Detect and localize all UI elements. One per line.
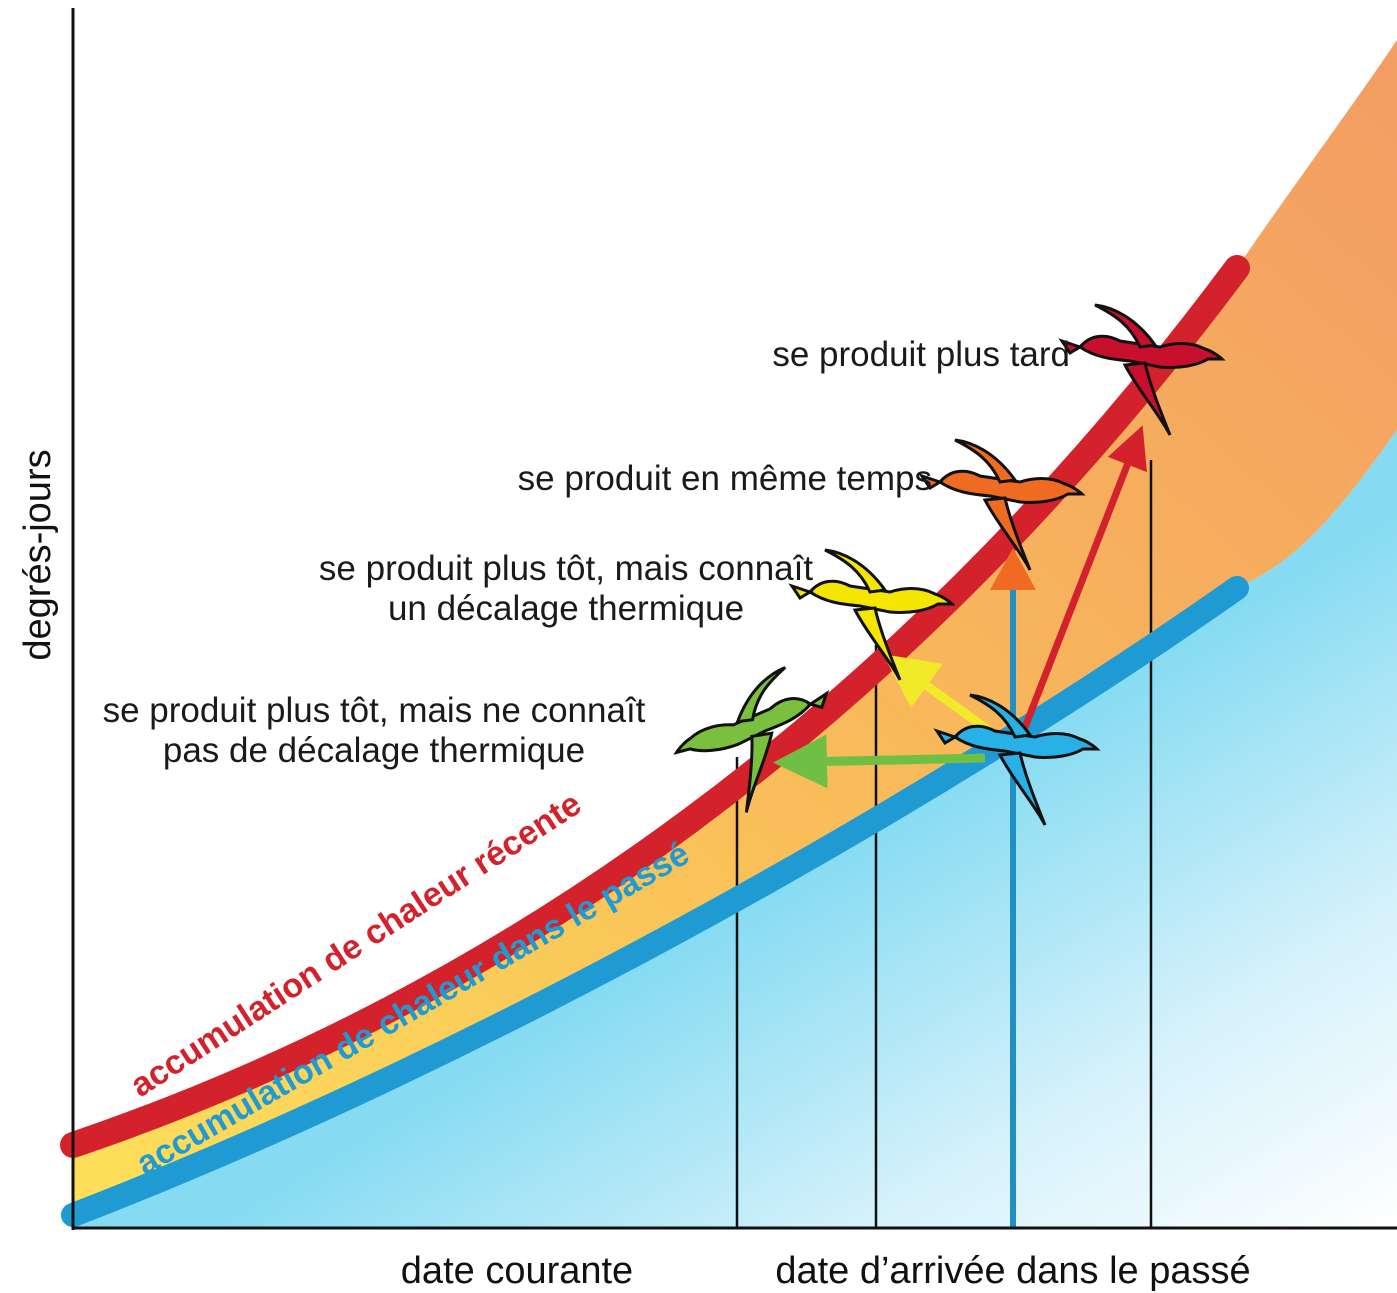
arrow-green: [773, 734, 986, 789]
label-early-no-mismatch-2: pas de décalage thermique: [163, 731, 585, 770]
arrow-yellow: [883, 654, 998, 739]
past-heat-curve: [61, 576, 1249, 1227]
past-warming-band: [73, 430, 1397, 1228]
label-early-no-mismatch-1: se produit plus tôt, mais ne connaît: [103, 691, 646, 730]
y-axis-title: degrés-jours: [17, 449, 59, 660]
arrow-red: [1016, 425, 1147, 742]
x-axis-past-arrival-date: date d’arrivée dans le passé: [775, 1250, 1250, 1292]
label-late: se produit plus tard: [772, 335, 1070, 374]
arrow-orange-head: [990, 548, 1036, 590]
x-axis-current-date: date courante: [401, 1250, 633, 1292]
label-early-mismatch-1: se produit plus tôt, mais connaît: [319, 549, 813, 588]
label-same: se produit en même temps: [518, 459, 932, 498]
label-early-mismatch-2: un décalage thermique: [388, 589, 744, 628]
recent-heat-curve: [60, 255, 1250, 1158]
